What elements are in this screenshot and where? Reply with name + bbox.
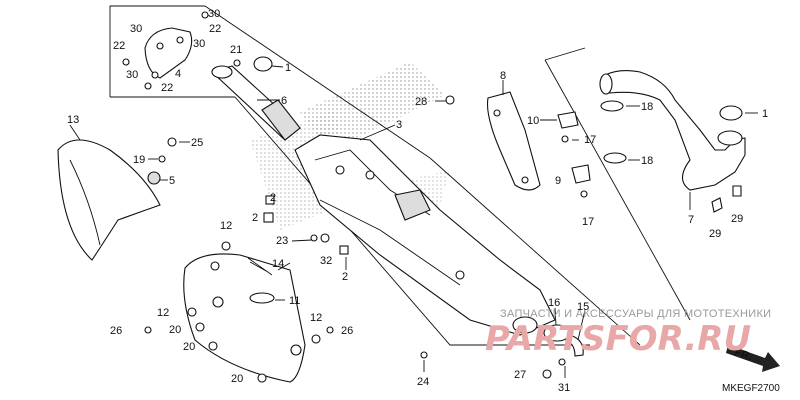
callout-label: 29 xyxy=(709,228,721,240)
part-1-gasket-right xyxy=(719,105,743,121)
callout-label: 20 xyxy=(231,373,243,385)
watermark-text: ЗАПЧАСТИ И АКСЕССУАРЫ ДЛЯ МОТОТЕХНИКИ xyxy=(500,308,771,320)
callout-label: 22 xyxy=(113,40,125,52)
part-16-gasket xyxy=(543,324,571,342)
callout-label: 15 xyxy=(577,301,589,313)
group-outlines xyxy=(109,5,691,346)
front-direction-arrow: FR. xyxy=(726,345,780,372)
callout-label: 2 xyxy=(270,192,276,204)
callout-label: 24 xyxy=(417,376,429,388)
callout-label: 22 xyxy=(209,23,221,35)
callout-label: 17 xyxy=(582,216,594,228)
callout-label: 26 xyxy=(110,325,122,337)
callout-label: 22 xyxy=(161,82,173,94)
callout-label: 10 xyxy=(527,115,539,127)
part-13-heat-guard xyxy=(57,139,161,261)
callout-label: 30 xyxy=(208,8,220,20)
callout-label: 25 xyxy=(191,137,203,149)
callout-label: 12 xyxy=(310,312,322,324)
part-8-heat-shield xyxy=(486,91,541,191)
part-14-protector-rubber xyxy=(247,257,273,276)
callout-label: 20 xyxy=(169,324,181,336)
callout-label: 2 xyxy=(252,212,258,224)
callout-label: 30 xyxy=(193,38,205,50)
callout-label: 4 xyxy=(175,68,181,80)
callout-label: 11 xyxy=(289,295,300,307)
callout-label: 12 xyxy=(220,220,232,232)
callout-label: 26 xyxy=(341,325,353,337)
callout-label: 6 xyxy=(281,95,287,107)
callout-label: 29 xyxy=(731,213,743,225)
callout-label: 23 xyxy=(276,235,288,247)
diagram-code: MKEGF2700 xyxy=(722,383,780,394)
callout-label: 30 xyxy=(126,69,138,81)
callout-label: 1 xyxy=(762,108,768,120)
callout-label: 13 xyxy=(67,114,79,126)
part-9-stay xyxy=(571,164,591,184)
callout-label: 16 xyxy=(548,297,560,309)
part-11-muffler-protector xyxy=(183,253,306,383)
callout-label: 14 xyxy=(272,258,284,270)
callout-label: 3 xyxy=(396,119,402,131)
callout-label: 17 xyxy=(584,134,596,146)
callout-label: 7 xyxy=(688,214,694,226)
callout-labels: 30 22 30 30 22 21 30 4 22 1 6 3 28 8 10 … xyxy=(67,8,768,394)
callout-label: 2 xyxy=(342,271,348,283)
part-18-band-bottom xyxy=(603,152,627,164)
callout-label: 20 xyxy=(183,341,195,353)
callout-label: 1 xyxy=(285,62,291,74)
callout-label: 31 xyxy=(558,382,570,394)
callout-label: 32 xyxy=(320,255,332,267)
watermark-logo: PARTSFOR.RU xyxy=(485,319,751,359)
callout-label: 12 xyxy=(157,307,169,319)
part-1-gasket-left xyxy=(253,56,273,72)
callout-label: 18 xyxy=(641,101,653,113)
callout-label: 30 xyxy=(130,23,142,35)
callout-label: 27 xyxy=(514,369,526,381)
callout-label: 5 xyxy=(169,175,175,187)
part-4-end-cap xyxy=(144,27,193,79)
leader-lines xyxy=(69,65,758,378)
callout-label: 18 xyxy=(641,155,653,167)
callout-label: 19 xyxy=(133,154,145,166)
callout-label: 9 xyxy=(555,175,561,187)
part-7-exhaust-pipe xyxy=(599,69,746,191)
part-18-band-top xyxy=(600,100,624,112)
direction-label: FR. xyxy=(733,346,754,363)
callout-label: 21 xyxy=(230,44,242,56)
callout-label: 8 xyxy=(500,70,506,82)
part-10-stay xyxy=(557,111,579,129)
part-3-muffler xyxy=(294,134,556,336)
small-hardware xyxy=(122,11,742,383)
part-6-joint-pipe xyxy=(210,65,301,141)
callout-label: 28 xyxy=(415,96,427,108)
